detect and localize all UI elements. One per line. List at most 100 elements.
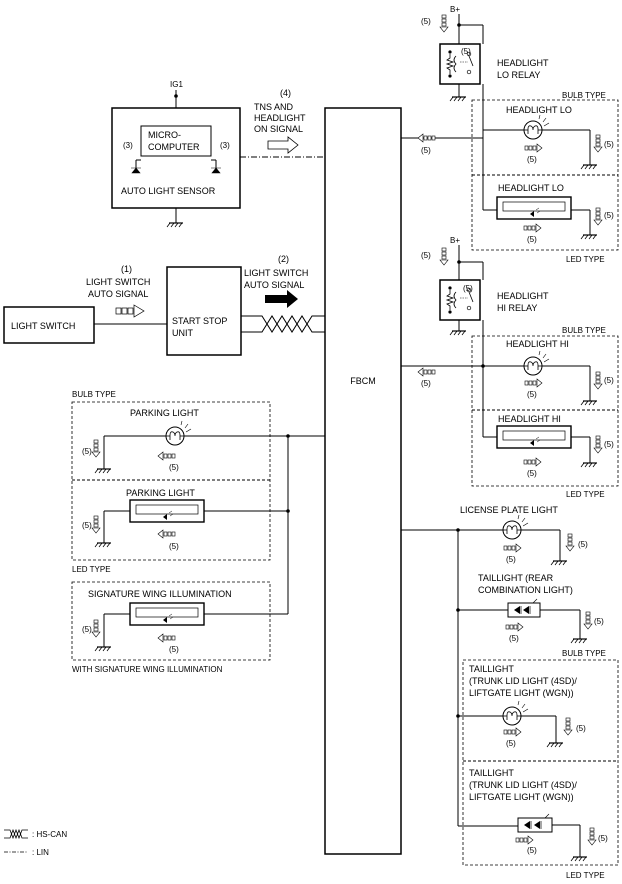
headlight-hi-led bbox=[496, 425, 572, 449]
auto-light-sensor-label: AUTO LIGHT SENSOR bbox=[121, 186, 216, 196]
taillight-rear-label-2: COMBINATION LIGHT) bbox=[478, 585, 573, 595]
svg-text:AUTO SIGNAL: AUTO SIGNAL bbox=[244, 280, 304, 290]
legend-lin: : LIN bbox=[32, 848, 49, 857]
svg-text:(5): (5) bbox=[578, 540, 588, 549]
svg-text:(5): (5) bbox=[527, 390, 537, 399]
legend-hs-can-symbol bbox=[4, 828, 28, 840]
headlight-lo-relay bbox=[439, 43, 481, 85]
led-type-park: LED TYPE bbox=[72, 565, 111, 574]
svg-text:LIFTGATE LIGHT (WGN)): LIFTGATE LIGHT (WGN)) bbox=[469, 688, 574, 698]
svg-text:(5): (5) bbox=[604, 140, 614, 149]
svg-text:(5): (5) bbox=[506, 739, 516, 748]
headlight-hi-led-label: HEADLIGHT HI bbox=[498, 414, 561, 424]
svg-text:(5): (5) bbox=[169, 542, 179, 551]
svg-text:ON SIGNAL: ON SIGNAL bbox=[254, 124, 303, 134]
taillight-trunk-bulb-label-1: TAILLIGHT bbox=[469, 664, 514, 674]
svg-text:MICRO-: MICRO- bbox=[148, 130, 181, 140]
led-type-lo: LED TYPE bbox=[566, 255, 605, 264]
svg-text:(TRUNK LID LIGHT (4SD)/: (TRUNK LID LIGHT (4SD)/ bbox=[469, 780, 577, 790]
headlight-hi-relay-label-1: HEADLIGHT bbox=[497, 291, 549, 301]
num-3-right: (3) bbox=[220, 141, 230, 150]
hs-can-line bbox=[241, 315, 325, 333]
parking-light-bulb-label: PARKING LIGHT bbox=[130, 408, 199, 418]
svg-text:(TRUNK LID LIGHT (4SD)/: (TRUNK LID LIGHT (4SD)/ bbox=[469, 676, 577, 686]
signal-2-num: (2) bbox=[278, 254, 289, 264]
license-plate-label: LICENSE PLATE LIGHT bbox=[460, 505, 558, 515]
signal-4-num: (4) bbox=[280, 88, 291, 98]
ig1-label: IG1 bbox=[170, 80, 183, 89]
headlight-lo-relay-label-2: LO RELAY bbox=[497, 70, 540, 80]
taillight-trunk-led bbox=[517, 813, 553, 833]
svg-text:START STOP: START STOP bbox=[172, 316, 227, 326]
fbcm-label: FBCM bbox=[350, 376, 376, 386]
with-signature-wing-label: WITH SIGNATURE WING ILLUMINATION bbox=[72, 665, 223, 674]
svg-text:(5): (5) bbox=[594, 617, 604, 626]
light-switch-box bbox=[3, 306, 95, 344]
b-plus-hi-label: B+ bbox=[450, 236, 460, 245]
svg-text:(5): (5) bbox=[421, 251, 431, 260]
start-stop-unit-box bbox=[166, 266, 242, 356]
svg-text:(5): (5) bbox=[82, 625, 92, 634]
headlight-lo-led-label: HEADLIGHT LO bbox=[498, 183, 564, 193]
svg-text:(5): (5) bbox=[461, 47, 471, 56]
svg-text:(5): (5) bbox=[527, 469, 537, 478]
headlight-hi-bulb bbox=[523, 350, 550, 376]
svg-text:(5): (5) bbox=[604, 211, 614, 220]
svg-text:(5): (5) bbox=[169, 463, 179, 472]
svg-text:(5): (5) bbox=[509, 634, 519, 643]
svg-text:UNIT: UNIT bbox=[172, 328, 193, 338]
svg-text:HEADLIGHT: HEADLIGHT bbox=[254, 113, 306, 123]
svg-text:(5): (5) bbox=[421, 379, 431, 388]
headlight-lo-led bbox=[496, 196, 572, 220]
svg-text:LIGHT SWITCH: LIGHT SWITCH bbox=[11, 321, 75, 331]
bulb-type-lo: BULB TYPE bbox=[562, 91, 606, 100]
svg-text:TNS AND: TNS AND bbox=[254, 102, 294, 112]
led-type-hi: LED TYPE bbox=[566, 490, 605, 499]
svg-text:(5): (5) bbox=[598, 834, 608, 843]
parking-light-led-label: PARKING LIGHT bbox=[126, 488, 195, 498]
license-plate-bulb bbox=[502, 514, 529, 540]
led-type-tail: LED TYPE bbox=[566, 871, 605, 880]
svg-text:COMPUTER: COMPUTER bbox=[148, 142, 200, 152]
signal-1-num: (1) bbox=[121, 264, 132, 274]
svg-text:LIGHT SWITCH: LIGHT SWITCH bbox=[244, 268, 308, 278]
headlight-lo-bulb bbox=[523, 114, 550, 140]
svg-text:(5): (5) bbox=[604, 376, 614, 385]
headlight-hi-relay-label-2: HI RELAY bbox=[497, 303, 537, 313]
svg-text:(5): (5) bbox=[506, 555, 516, 564]
svg-text:LIFTGATE LIGHT (WGN)): LIFTGATE LIGHT (WGN)) bbox=[469, 792, 574, 802]
headlight-lo-relay-label-1: HEADLIGHT bbox=[497, 58, 549, 68]
legend-hs-can: : HS-CAN bbox=[32, 830, 67, 839]
svg-text:LIGHT SWITCH: LIGHT SWITCH bbox=[86, 277, 150, 287]
svg-text:(5): (5) bbox=[82, 447, 92, 456]
svg-text:(5): (5) bbox=[527, 846, 537, 855]
signal-1-arrow bbox=[115, 304, 145, 318]
headlight-lo-bulb-label: HEADLIGHT LO bbox=[506, 105, 572, 115]
signature-wing-label: SIGNATURE WING ILLUMINATION bbox=[88, 589, 232, 599]
svg-text:(5): (5) bbox=[82, 521, 92, 530]
bulb-type-park: BULB TYPE bbox=[72, 390, 116, 399]
parking-light-led bbox=[129, 499, 205, 523]
svg-text:(5): (5) bbox=[421, 146, 431, 155]
headlight-hi-relay bbox=[439, 279, 481, 321]
signature-wing-led bbox=[129, 602, 205, 626]
bulb-type-hi: BULB TYPE bbox=[562, 326, 606, 335]
taillight-rear-label-1: TAILLIGHT (REAR bbox=[478, 573, 554, 583]
svg-text:AUTO SIGNAL: AUTO SIGNAL bbox=[88, 289, 148, 299]
bulb-type-tail: BULB TYPE bbox=[562, 649, 606, 658]
svg-text:(5): (5) bbox=[527, 155, 537, 164]
parking-light-bulb bbox=[165, 420, 192, 446]
micro-computer-box bbox=[140, 125, 212, 157]
signal-4-arrow bbox=[267, 136, 299, 154]
svg-text:(5): (5) bbox=[463, 284, 473, 293]
num-5-b-lo: (5) bbox=[421, 17, 431, 26]
taillight-trunk-bulb bbox=[502, 700, 529, 726]
fbcm-box bbox=[324, 107, 402, 855]
auto-light-sensor-box bbox=[111, 107, 241, 209]
headlight-hi-bulb-label: HEADLIGHT HI bbox=[506, 339, 569, 349]
num-3-left: (3) bbox=[123, 141, 133, 150]
b-plus-lo-label: B+ bbox=[450, 5, 460, 14]
signal-2-arrow bbox=[265, 290, 298, 308]
taillight-rear-led bbox=[507, 598, 541, 618]
